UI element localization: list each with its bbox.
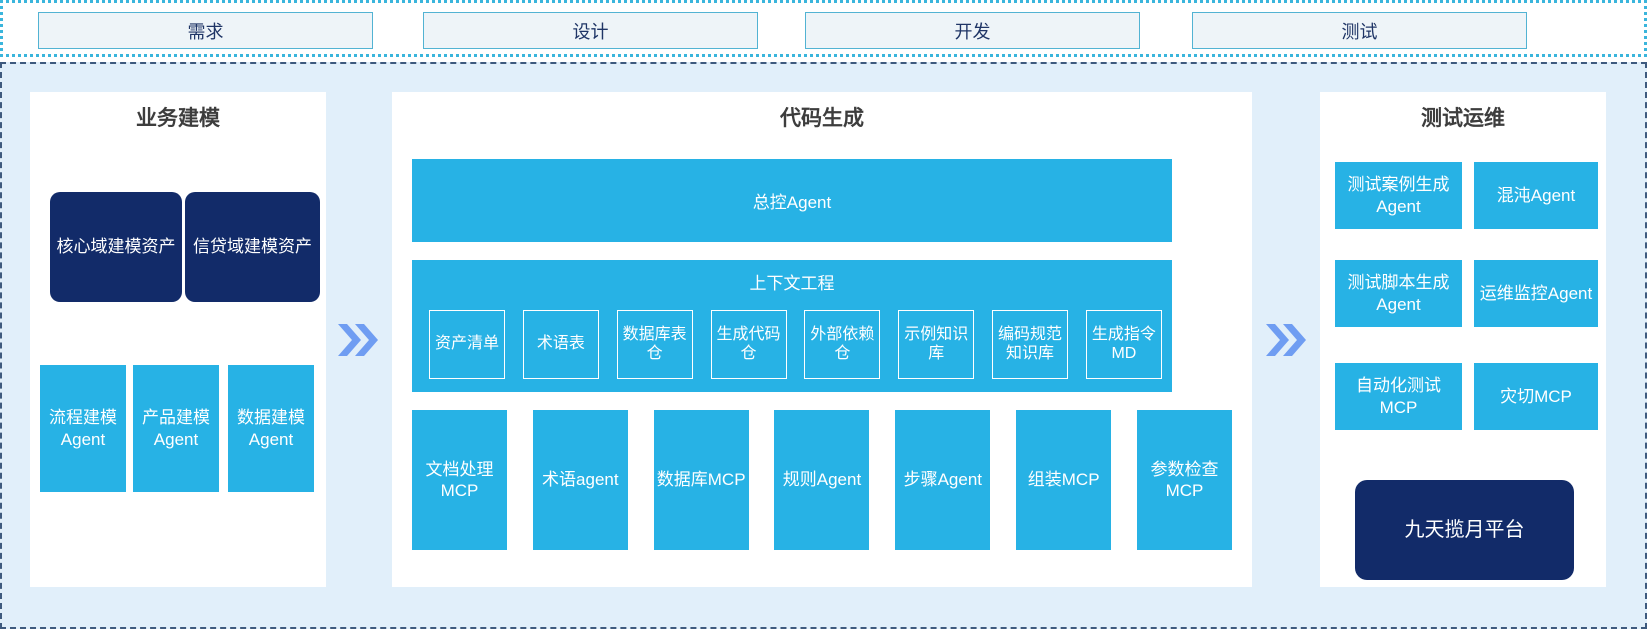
context-item-ext-dep-repo: 外部依赖仓 — [804, 310, 881, 379]
asset-box-credit-domain: 信贷域建模资产 — [185, 192, 320, 302]
tool-box-glossary-agent: 术语agent — [532, 410, 628, 550]
context-engineering-block: 上下文工程 资产清单 术语表 数据库表仓 生成代码仓 外部依赖仓 示例知识库 编… — [412, 260, 1172, 392]
panel-title: 测试运维 — [1421, 107, 1505, 130]
tool-box-doc-process-mcp: 文档处理MCP — [412, 410, 507, 550]
context-engineering-title: 上下文工程 — [749, 274, 835, 293]
double-chevron-icon — [338, 324, 378, 356]
agent-box-process-modeling: 流程建模Agent — [40, 365, 126, 492]
context-item-gen-code-repo: 生成代码仓 — [710, 310, 787, 379]
tool-box-step-agent: 步骤Agent — [895, 410, 991, 550]
testops-box-testscript-gen-agent: 测试脚本生成Agent — [1335, 260, 1462, 327]
panel-title: 业务建模 — [136, 107, 220, 130]
panel-test-ops: 测试运维 测试案例生成Agent 混沌Agent 测试脚本生成Agent 运维监… — [1320, 92, 1606, 587]
tool-box-param-check-mcp: 参数检查MCP — [1136, 410, 1232, 550]
tools-row: 文档处理MCP 术语agent 数据库MCP 规则Agent 步骤Agent 组… — [412, 410, 1232, 550]
testops-box-chaos-agent: 混沌Agent — [1474, 162, 1598, 229]
agent-box-product-modeling: 产品建模Agent — [133, 365, 219, 492]
context-item-coding-spec-kb: 编码规范知识库 — [992, 310, 1069, 379]
phase-strip: 需求 设计 开发 测试 — [0, 0, 1647, 57]
context-item-example-kb: 示例知识库 — [898, 310, 975, 379]
context-item-glossary: 术语表 — [522, 310, 599, 379]
tool-box-database-mcp: 数据库MCP — [653, 410, 749, 550]
master-agent-bar: 总控Agent — [412, 159, 1172, 242]
panel-title: 代码生成 — [780, 107, 864, 130]
asset-box-core-domain: 核心域建模资产 — [50, 192, 182, 302]
phase-box-testing: 测试 — [1192, 12, 1527, 49]
double-chevron-icon — [1266, 324, 1306, 356]
testops-box-ops-monitor-agent: 运维监控Agent — [1474, 260, 1598, 327]
testops-box-testcase-gen-agent: 测试案例生成Agent — [1335, 162, 1462, 229]
panel-business-modeling: 业务建模 核心域建模资产 信贷域建模资产 流程建模Agent 产品建模Agent… — [30, 92, 326, 587]
platform-box-jiutian-lanyue: 九天揽月平台 — [1355, 480, 1574, 580]
panel-code-generation: 代码生成 总控Agent 上下文工程 资产清单 术语表 数据库表仓 生成代码仓 … — [392, 92, 1252, 587]
tool-box-assemble-mcp: 组装MCP — [1016, 410, 1112, 550]
tool-box-rule-agent: 规则Agent — [774, 410, 870, 550]
phase-label: 设计 — [572, 21, 609, 42]
agent-box-data-modeling: 数据建模Agent — [228, 365, 314, 492]
phase-box-design: 设计 — [423, 12, 758, 49]
testops-box-auto-test-mcp: 自动化测试MCP — [1335, 363, 1462, 430]
context-item-asset-list: 资产清单 — [429, 310, 505, 379]
context-item-gen-instruct-md: 生成指令MD — [1085, 310, 1162, 379]
context-items-row: 资产清单 术语表 数据库表仓 生成代码仓 外部依赖仓 示例知识库 编码规范知识库… — [429, 310, 1162, 379]
phase-box-requirements: 需求 — [38, 12, 373, 49]
testops-box-disaster-switch-mcp: 灾切MCP — [1474, 363, 1598, 430]
context-item-db-table-repo: 数据库表仓 — [616, 310, 693, 379]
phase-label: 需求 — [187, 21, 224, 42]
main-diagram-area: 业务建模 核心域建模资产 信贷域建模资产 流程建模Agent 产品建模Agent… — [0, 62, 1647, 629]
phase-label: 开发 — [954, 21, 991, 42]
phase-label: 测试 — [1341, 21, 1378, 42]
phase-box-development: 开发 — [805, 12, 1140, 49]
